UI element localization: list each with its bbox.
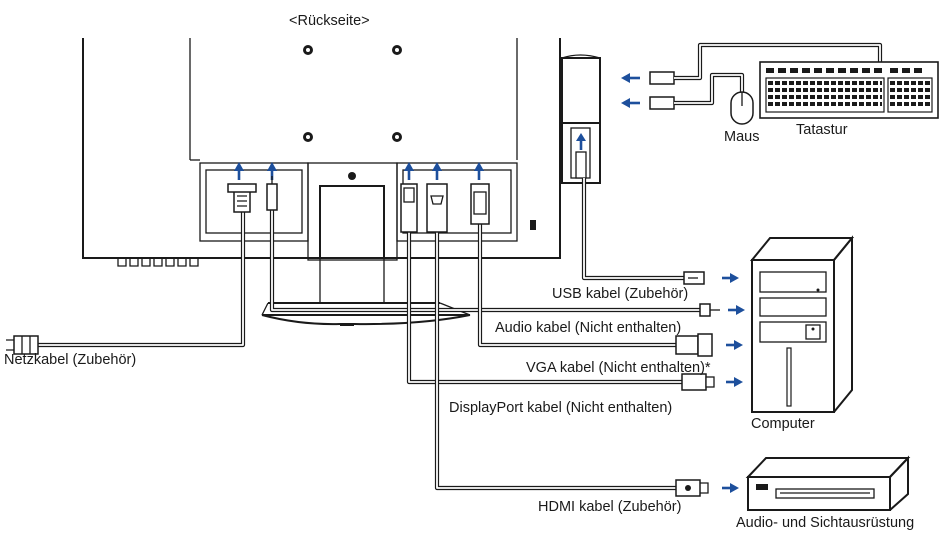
vesa-screw-holes [303,45,402,142]
security-slot [530,220,536,230]
displayport-cable-label: DisplayPort kabel (Nicht enthalten) [449,400,672,416]
power-cable [6,183,257,355]
mouse-label: Maus [724,129,759,145]
hdmi-cable-label: HDMI kabel (Zubehör) [538,499,681,515]
av-equipment-icon [745,455,911,511]
computer-label: Computer [751,416,815,432]
hdmi-cable [426,183,739,497]
monitor-rear [82,38,561,326]
rear-view-title: <Rückseite> [289,13,370,29]
displayport-cable [400,183,743,391]
keyboard-label: Tatastur [796,122,848,138]
av-equipment-label: Audio- und Sichtausrüstung [736,515,914,531]
peripheral-usb-plugs [621,42,883,110]
vga-cable [470,183,743,357]
monitor-vents [117,258,199,267]
vga-cable-label: VGA kabel (Nicht enthalten)* [526,360,711,376]
monitor-side-usb-hub [561,54,601,184]
computer-icon [749,235,855,413]
power-cable-label: Netzkabel (Zubehör) [4,352,136,368]
keyboard-icon [759,61,939,119]
port-arrows [234,162,484,180]
mouse-icon [730,91,754,125]
usb-cable-label: USB kabel (Zubehör) [552,286,688,302]
left-port-panel [199,162,309,242]
audio-cable-label: Audio kabel (Nicht enthalten) [495,320,681,336]
usb-cable [581,178,739,285]
audio-cable [266,176,745,317]
